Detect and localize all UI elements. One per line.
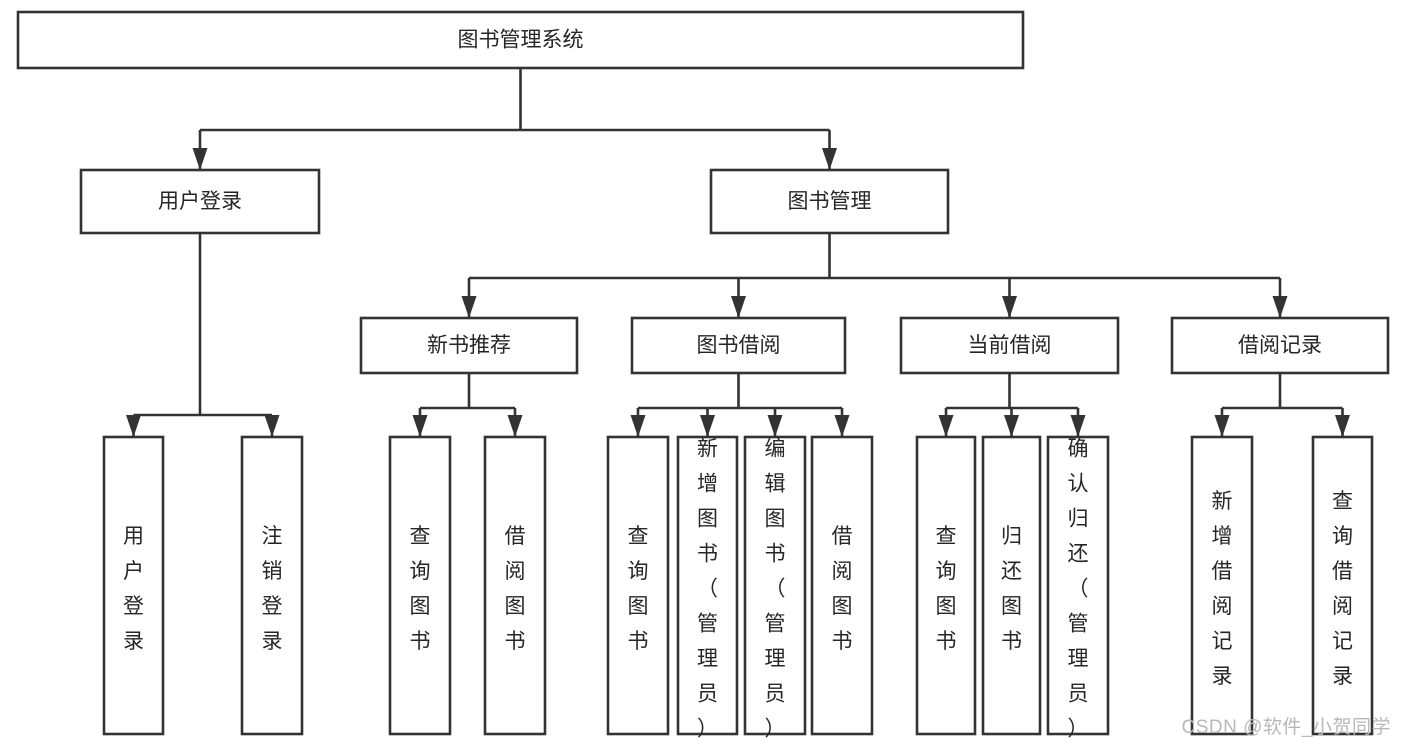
arrow-head-icon: [1002, 296, 1017, 318]
node-current-borrow[interactable]: 当前借阅: [899, 316, 1120, 375]
node-label: 查询图书: [936, 525, 957, 653]
node-label: 用户登录: [158, 190, 242, 213]
arrow-head-icon: [412, 415, 428, 437]
node-box: [1311, 435, 1374, 736]
node-box: [79, 168, 321, 235]
arrow-head-icon: [1335, 415, 1350, 437]
node-box: [606, 435, 670, 736]
arrow-head-icon: [507, 415, 523, 437]
node-leaf-query-book-1[interactable]: 查询图书: [388, 435, 452, 736]
node-label: 编辑图书（管理员）: [765, 437, 786, 740]
node-label: 当前借阅: [968, 334, 1052, 357]
arrow-head-icon: [264, 415, 280, 437]
node-leaf-edit-book[interactable]: 编辑图书（管理员）: [743, 435, 807, 740]
node-book-manage[interactable]: 图书管理: [709, 168, 950, 235]
arrow-head-icon: [767, 415, 783, 437]
arrow-head-icon: [1272, 296, 1288, 318]
arrow-head-icon: [700, 415, 715, 437]
node-box: [1190, 435, 1254, 736]
node-label: 查询图书: [410, 525, 431, 653]
arrow-head-icon: [938, 415, 954, 437]
arrow-head-icon: [834, 415, 850, 437]
node-leaf-query-book-3[interactable]: 查询图书: [915, 435, 977, 736]
node-label: 借阅图书: [505, 525, 526, 653]
node-label: 借阅记录: [1238, 334, 1322, 357]
node-label: 用户登录: [123, 525, 144, 653]
arrow-head-icon: [192, 148, 208, 170]
node-box: [810, 435, 874, 736]
node-label: 新增借阅记录: [1212, 490, 1233, 688]
node-leaf-add-book[interactable]: 新增图书（管理员）: [676, 435, 739, 740]
node-leaf-query-book-2[interactable]: 查询图书: [606, 435, 670, 736]
arrow-head-icon: [822, 148, 837, 170]
node-label: 归还图书: [1001, 525, 1022, 653]
node-leaf-query-record[interactable]: 查询借阅记录: [1311, 435, 1374, 736]
arrow-head-icon: [630, 415, 646, 437]
node-label: 新增图书（管理员）: [697, 437, 718, 740]
arrow-head-icon: [731, 296, 746, 318]
node-leaf-confirm-return[interactable]: 确认归还（管理员）: [1046, 435, 1110, 740]
node-label: 借阅图书: [832, 525, 853, 653]
node-layer: 图书管理系统用户登录图书管理新书推荐图书借阅当前借阅借阅记录用户登录注销登录查询…: [16, 10, 1390, 740]
node-box: [102, 435, 165, 736]
connector-layer: [126, 68, 1350, 437]
arrow-head-icon: [126, 415, 141, 437]
node-box: [483, 435, 547, 736]
node-label: 图书管理: [788, 190, 872, 213]
node-leaf-add-record[interactable]: 新增借阅记录: [1190, 435, 1254, 736]
arrow-head-icon: [1004, 415, 1019, 437]
node-box: [743, 435, 807, 736]
arrow-head-icon: [1214, 415, 1230, 437]
node-leaf-borrow-book-1[interactable]: 借阅图书: [483, 435, 547, 736]
node-borrow-record[interactable]: 借阅记录: [1170, 316, 1390, 375]
node-label: 确认归还（管理员）: [1068, 437, 1089, 740]
node-user-login[interactable]: 用户登录: [79, 168, 321, 235]
watermark-text: CSDN @软件_小贺同学: [1181, 717, 1391, 738]
node-leaf-user-login[interactable]: 用户登录: [102, 435, 165, 736]
node-box: [240, 435, 304, 736]
node-box: [1046, 435, 1110, 736]
node-root[interactable]: 图书管理系统: [16, 10, 1025, 70]
arrow-head-icon: [1070, 415, 1086, 437]
node-box: [1170, 316, 1390, 375]
node-box: [899, 316, 1120, 375]
node-box: [630, 316, 847, 375]
node-label: 新书推荐: [427, 334, 511, 357]
node-box: [388, 435, 452, 736]
node-leaf-user-logout[interactable]: 注销登录: [240, 435, 304, 736]
node-leaf-borrow-book-2[interactable]: 借阅图书: [810, 435, 874, 736]
node-box: [16, 10, 1025, 70]
node-box: [359, 316, 579, 375]
node-book-borrow[interactable]: 图书借阅: [630, 316, 847, 375]
node-label: 图书借阅: [697, 334, 781, 357]
node-label: 查询图书: [628, 525, 649, 653]
node-new-book-rec[interactable]: 新书推荐: [359, 316, 579, 375]
node-label: 图书管理系统: [458, 29, 584, 52]
node-box: [915, 435, 977, 736]
arrow-head-icon: [461, 296, 477, 318]
node-box: [981, 435, 1042, 736]
node-box: [676, 435, 739, 736]
node-leaf-return-book[interactable]: 归还图书: [981, 435, 1042, 736]
node-label: 查询借阅记录: [1332, 490, 1353, 688]
node-label: 注销登录: [262, 525, 283, 653]
node-box: [709, 168, 950, 235]
